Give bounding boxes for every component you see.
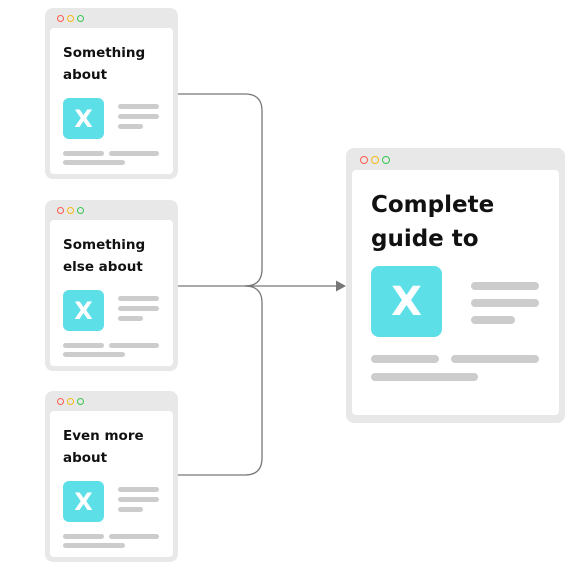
text-placeholder-bar	[109, 151, 159, 156]
window-controls-icon	[57, 207, 84, 214]
text-placeholder-bar	[118, 306, 159, 311]
maximize-dot-icon	[77, 398, 84, 405]
text-placeholder-bar	[471, 299, 539, 307]
text-placeholder-bar	[118, 507, 143, 512]
result-title: Complete guide to	[371, 192, 495, 252]
text-placeholder-bar	[118, 124, 143, 129]
x-logo-icon: X	[371, 266, 442, 337]
window-controls-icon	[360, 156, 390, 164]
text-placeholder-bar	[118, 114, 159, 119]
source-card-2: Something else about X	[45, 200, 178, 371]
source-card-1: Something about X	[45, 8, 178, 179]
card-body: Complete guide to X	[352, 170, 559, 415]
text-placeholder-bar	[109, 343, 159, 348]
maximize-dot-icon	[77, 207, 84, 214]
text-placeholder-bar	[371, 373, 478, 381]
close-dot-icon	[57, 398, 64, 405]
text-placeholder-bar	[63, 352, 125, 357]
minimize-dot-icon	[371, 156, 379, 164]
result-card: Complete guide to X	[346, 148, 565, 423]
x-logo-icon: X	[63, 290, 104, 331]
minimize-dot-icon	[67, 398, 74, 405]
card-title: Even more about	[63, 428, 144, 466]
x-logo-icon: X	[63, 98, 104, 139]
maximize-dot-icon	[382, 156, 390, 164]
close-dot-icon	[360, 156, 368, 164]
source-card-3: Even more about X	[45, 391, 178, 562]
text-placeholder-bar	[63, 160, 125, 165]
card-body: Even more about X	[50, 411, 173, 557]
text-placeholder-bar	[63, 343, 104, 348]
close-dot-icon	[57, 15, 64, 22]
connector-from-card-3	[178, 285, 263, 476]
arrow-right-icon	[336, 280, 346, 292]
text-placeholder-bar	[63, 151, 104, 156]
text-placeholder-bar	[451, 355, 539, 363]
minimize-dot-icon	[67, 207, 74, 214]
text-placeholder-bar	[63, 543, 125, 548]
x-logo-icon: X	[63, 481, 104, 522]
window-controls-icon	[57, 398, 84, 405]
minimize-dot-icon	[67, 15, 74, 22]
text-placeholder-bar	[118, 316, 143, 321]
window-controls-icon	[57, 15, 84, 22]
close-dot-icon	[57, 207, 64, 214]
text-placeholder-bar	[63, 534, 104, 539]
text-placeholder-bar	[371, 355, 439, 363]
text-placeholder-bar	[118, 104, 159, 109]
card-body: Something else about X	[50, 220, 173, 366]
text-placeholder-bar	[109, 534, 159, 539]
card-title: Something about	[63, 45, 146, 83]
text-placeholder-bar	[118, 497, 159, 502]
text-placeholder-bar	[471, 316, 515, 324]
text-placeholder-bar	[118, 296, 159, 301]
connector-from-card-1	[178, 93, 263, 287]
text-placeholder-bar	[118, 487, 159, 492]
card-body: Something about X	[50, 28, 173, 174]
text-placeholder-bar	[471, 282, 539, 290]
card-title: Something else about	[63, 237, 146, 275]
maximize-dot-icon	[77, 15, 84, 22]
